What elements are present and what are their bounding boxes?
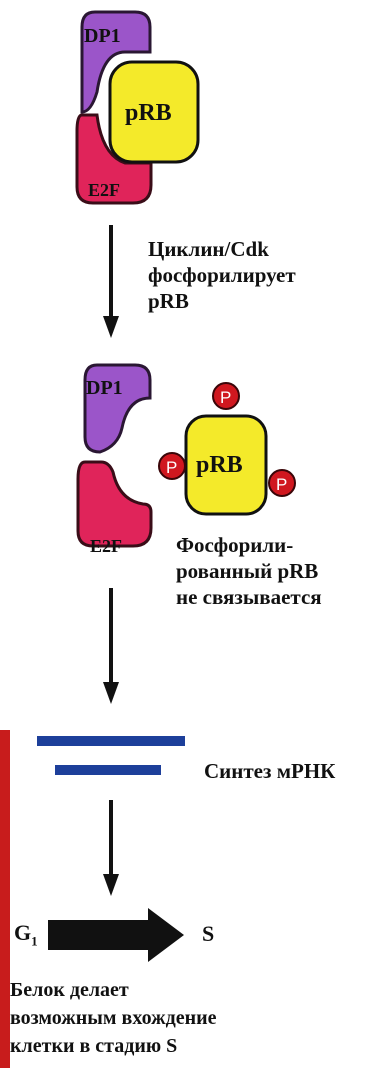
step1-line1: Циклин/Cdk xyxy=(148,237,269,261)
mrna-bar-top xyxy=(37,736,185,746)
e2f-shape xyxy=(75,113,153,205)
phospho-label-left: P xyxy=(166,458,177,477)
phosphorylated-prb: pRB P P P xyxy=(158,382,296,516)
left-edge-strip xyxy=(0,730,10,1068)
phospho-label-top: P xyxy=(220,388,231,407)
complex-bound: DP1 pRB E2F xyxy=(75,10,200,205)
dp1-shape-2 xyxy=(83,363,152,454)
step2-line3: не связывается xyxy=(176,585,322,609)
dp1-shape xyxy=(80,10,152,114)
mrna-caption: Синтез мРНК xyxy=(204,759,336,783)
mrna-bar-bottom xyxy=(55,765,161,775)
dp1-label: DP1 xyxy=(84,25,121,47)
g1-letter: G xyxy=(14,920,32,945)
g1-subscript: 1 xyxy=(31,933,38,949)
arrow-2-head xyxy=(103,682,119,704)
step2-caption: Фосфорили- рованный pRB не связывается xyxy=(176,532,322,610)
prb-label-free: pRB xyxy=(196,452,243,478)
e2f-label-2: E2F xyxy=(90,536,122,556)
step2-line1: Фосфорили- xyxy=(176,533,294,557)
prb-shape xyxy=(108,60,200,164)
s-label: S xyxy=(202,921,215,946)
prb-label: pRB xyxy=(125,100,172,126)
conclusion-caption: Белок делает возможным вхождение клетки … xyxy=(10,976,217,1060)
conclusion-line3: клетки в стадию S xyxy=(10,1035,178,1057)
dp1-label-2: DP1 xyxy=(86,377,123,399)
phospho-circle-top xyxy=(212,382,240,410)
g1-label: G1 xyxy=(14,920,38,954)
e2f-shape-2 xyxy=(76,460,153,548)
step1-line2: фосфорилирует xyxy=(148,263,296,287)
complex-unbound: DP1 E2F xyxy=(76,363,153,556)
e2f-label: E2F xyxy=(88,180,120,200)
step2-line2: рованный pRB xyxy=(176,559,319,583)
conclusion-line2: возможным вхождение xyxy=(10,1007,217,1029)
phospho-label-right: P xyxy=(276,475,287,494)
prb-shape-free xyxy=(184,414,268,516)
arrow-1-head xyxy=(103,316,119,338)
arrow-3-head xyxy=(103,874,119,896)
step1-line3: pRB xyxy=(148,289,189,313)
conclusion-line1: Белок делает xyxy=(10,979,129,1001)
phospho-circle-left xyxy=(158,452,186,480)
step1-caption: Циклин/Cdk фосфорилирует pRB xyxy=(148,236,296,314)
phospho-circle-right xyxy=(268,469,296,497)
g1-s-arrow xyxy=(48,908,184,962)
